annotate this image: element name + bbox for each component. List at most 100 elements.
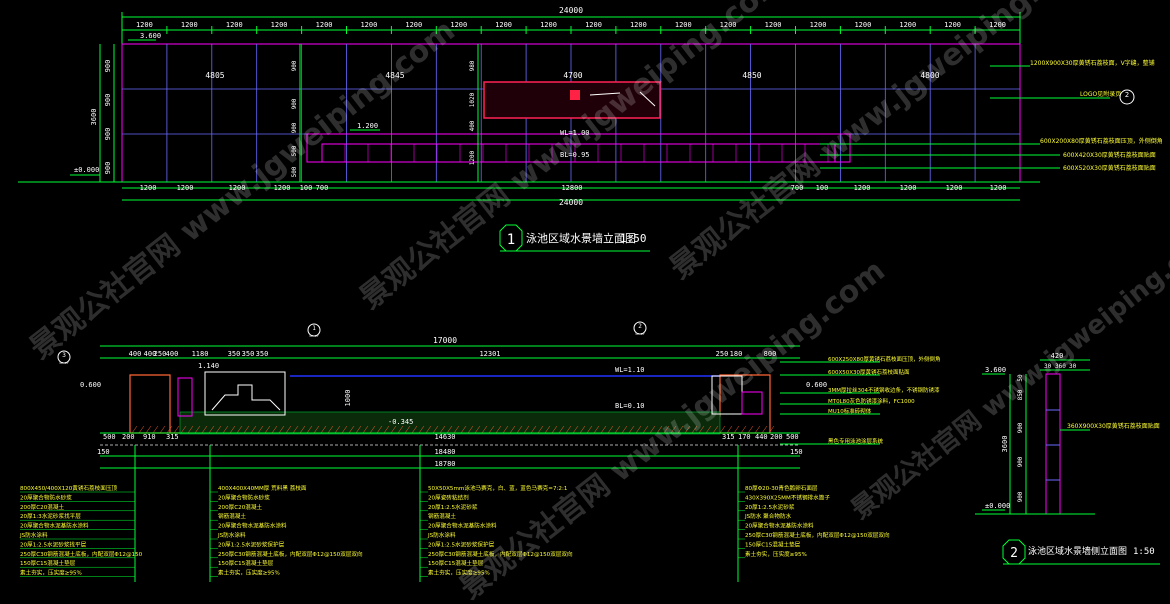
section-note-item: 150厚C15混凝土垫层 xyxy=(20,559,76,567)
elev2-left-4: 900 xyxy=(1017,456,1024,467)
elev1-bottom-center: 12800 xyxy=(561,184,582,192)
elev1-top-dim: 1200 xyxy=(899,21,916,29)
section-top-right-2: 180 xyxy=(730,350,743,358)
elev1-bottom-5: 1200 xyxy=(854,184,871,192)
elev1-top-dim: 1200 xyxy=(360,21,377,29)
section-right-callout: MT0L80灰色防锈漆涂料，FC1000 xyxy=(828,397,915,405)
section-ref-mid: 1 xyxy=(312,325,316,332)
section-bottom-right-1: 315 xyxy=(722,433,735,441)
section-bottom-left-1: 500 xyxy=(103,433,116,441)
section-note-item: 20厚1:3水泥砂浆找平层 xyxy=(20,512,81,520)
section-note-item: 20厚1:2.5水泥砂浆 xyxy=(428,503,478,511)
elev1-callout-5: 600X520X30厚黄锈石荔枝面贴面 xyxy=(1063,164,1156,172)
section-note-item: 素土夯实，压实度≥95% xyxy=(20,569,82,577)
elev2-scale: 1:50 xyxy=(1133,547,1155,557)
section-top-left-2: 400 xyxy=(144,350,157,358)
section-ref-mid-sheet: LP-07 xyxy=(309,334,318,338)
section-note-item: 200厚C20混凝土 xyxy=(218,503,262,511)
section-bottom-right-2: 170 xyxy=(738,433,751,441)
section-bottom-left-3: 910 xyxy=(143,433,156,441)
elev1-callout-4: 600X420X30厚黄锈石荔枝面贴面 xyxy=(1063,151,1156,159)
section-note-item: 250厚C30钢筋混凝土底板，内配双层Φ12@150 xyxy=(20,550,143,558)
section-level-left: 0.600 xyxy=(80,381,101,389)
section-note-item: JS防水 聚合物防水 xyxy=(744,512,792,520)
section-bl: BL=0.10 xyxy=(615,402,645,410)
section-top-mid-4: 350 xyxy=(256,350,269,358)
elev2-title-num: 2 xyxy=(1010,546,1018,561)
section-note-item: 钢筋混凝土 xyxy=(218,512,246,520)
section-wl: WL=1.10 xyxy=(615,366,645,374)
elev1-left-dim-3: 900 xyxy=(104,128,112,141)
section-total-b: 18780 xyxy=(434,460,455,468)
section-note-item: 50X50X5mm泳池马赛克，白、蓝，蓝色马赛克=7:2:1 xyxy=(428,484,568,492)
section-edge-b: 150 xyxy=(790,448,803,456)
section-bottom-right-3: 440 xyxy=(755,433,768,441)
pool-section: 17000 400 400 250 400 1180 350 350 350 1… xyxy=(19,321,941,582)
elev1-left-dim-4: 900 xyxy=(104,162,112,175)
section-note-item: 150厚C15混凝土垫层 xyxy=(218,559,274,567)
elev2-left-2: 850 xyxy=(1017,389,1024,400)
elev1-bottom-7: 1200 xyxy=(946,184,963,192)
elev2-top-total: 420 xyxy=(1051,352,1064,360)
elev1-scale: 1:50 xyxy=(620,232,647,245)
section-note-item: 素土夯实，压实度≥95% xyxy=(428,569,490,577)
elev1-wl: WL=1.00 xyxy=(560,129,590,137)
elev2-top-3: 30 xyxy=(1069,363,1077,370)
section-top-right-center: 12301 xyxy=(479,350,500,358)
elev1-panel-dim-2: 4845 xyxy=(385,71,404,80)
section-ref-left-sheet: LP-07 xyxy=(59,361,68,365)
elev1-top-dim: 1200 xyxy=(495,21,512,29)
elev2-left-total: 3600 xyxy=(1001,436,1009,453)
elev1-bl: BL=0.95 xyxy=(560,151,590,159)
section-note-item: 80厚Φ20-30青色鹅卵石面层 xyxy=(745,484,818,492)
section-ref-right: 2 xyxy=(638,323,642,330)
elev1-top-dim: 1200 xyxy=(540,21,557,29)
elev1-top-dim: 1200 xyxy=(226,21,243,29)
section-level-mid: 1.140 xyxy=(198,362,219,370)
section-note-item: 20厚1:2.5水泥砂浆 xyxy=(745,503,795,511)
section-right-callout: MU10标准砖砌体 xyxy=(828,407,872,415)
section-note-item: 150厚C15混凝土垫层 xyxy=(428,559,484,567)
section-note-item: 素土夯实，压实度≥95% xyxy=(745,550,807,558)
section-bottom-right-4: 200 xyxy=(770,433,783,441)
section-note-item: 800X450/400X120黄锈石荔枝面压顶 xyxy=(20,484,117,492)
section-note-item: 430X390X25MM不锈钢排水篦子 xyxy=(745,493,830,501)
section-note-item: JS防水涂料 xyxy=(217,531,246,539)
section-note-item: 20厚聚合物水泥基防水涂料 xyxy=(218,522,287,530)
elev1-callout-2: LOGO见附录页 xyxy=(1080,90,1121,98)
section-ref-left: 3 xyxy=(62,352,66,359)
elev1-top-dim: 1200 xyxy=(271,21,288,29)
section-note-item: JS防水涂料 xyxy=(427,531,456,539)
section-note-item: 20厚聚合物防水砂浆 xyxy=(218,493,270,501)
elev2-callout: 360X900X30厚黄锈石荔枝面贴面 xyxy=(1067,422,1160,430)
elev1-bottom-3: 1200 xyxy=(229,184,246,192)
section-top-left-3: 250 xyxy=(154,350,167,358)
section-ref-right-sheet: LP-07 xyxy=(635,332,644,336)
section-note-item: 20厚瓷砖粘结剂 xyxy=(428,493,469,501)
section-note-item: 20厚聚合物水泥基防水涂料 xyxy=(428,522,497,530)
elev1-top-dim: 1200 xyxy=(405,21,422,29)
section-note-item: 20厚1:2.5水泥砂浆保护层 xyxy=(428,540,495,548)
section-right-callout: 黑色专用泳池涂层系统 xyxy=(828,437,884,445)
section-bottom-left-2: 200 xyxy=(122,433,135,441)
section-bottom-left-4: 315 xyxy=(166,433,179,441)
elev1-total-top: 24000 xyxy=(559,6,583,15)
elev1-top-dim: 1200 xyxy=(720,21,737,29)
elev1-bottom-1: 1200 xyxy=(140,184,157,192)
elev1-inner-c-1: 980 xyxy=(469,60,476,71)
elev1-top-dim: 1200 xyxy=(989,21,1006,29)
section-top-total: 17000 xyxy=(433,336,457,345)
section-right-callout: 600X250X80厚黄锈石荔枝面压顶，外侧倒角 xyxy=(828,355,941,363)
elev1-left-dim-1: 900 xyxy=(104,60,112,73)
elev2-left-5: 900 xyxy=(1017,491,1024,502)
elev1-bottom-small-3: 700 xyxy=(791,184,804,192)
section-bottom-mid: 14630 xyxy=(434,433,455,441)
section-top-right-1: 250 xyxy=(716,350,729,358)
elev1-level-mid: 1.200 xyxy=(357,122,378,130)
elev1-inner-a-5: 500 xyxy=(291,166,298,177)
elev1-bottom-2: 1200 xyxy=(177,184,194,192)
elev1-panel-dim-1: 4805 xyxy=(205,71,224,80)
section-note-item: 250厚C30钢筋混凝土底板，内配双层Φ12@150双层双向 xyxy=(218,550,363,558)
